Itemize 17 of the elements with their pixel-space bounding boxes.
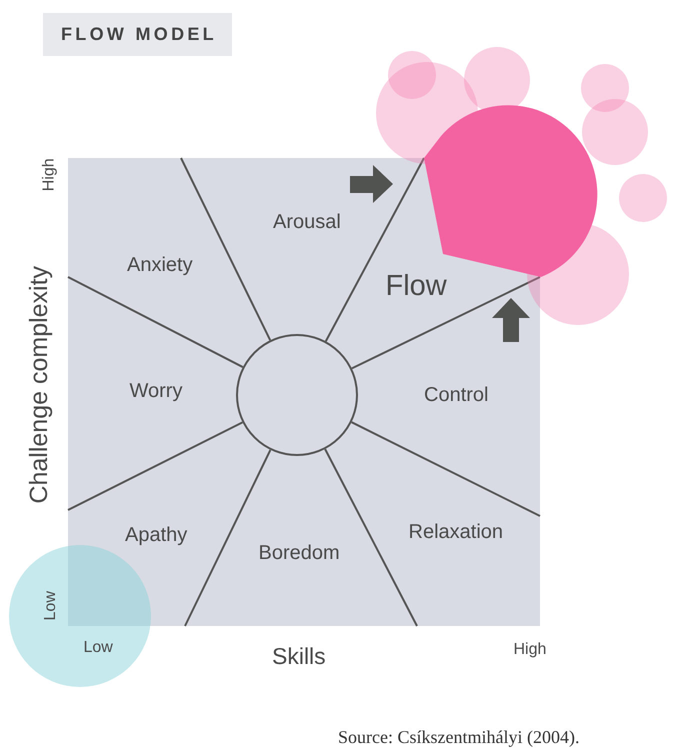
quadrant-panel [68, 158, 540, 626]
axis-tick-label: High [514, 641, 546, 659]
sector-label: Apathy [125, 524, 188, 546]
sector-label: Anxiety [127, 254, 193, 276]
axis-tick-label: Low [41, 591, 59, 620]
sector-label: Control [424, 384, 488, 406]
sector-label: Flow [386, 271, 447, 303]
sector-label: Boredom [258, 542, 340, 564]
sector-label: Relaxation [408, 521, 504, 543]
source-caption: Source: Csíkszentmihályi (2004). [338, 727, 580, 749]
sector-label: Arousal [273, 211, 341, 233]
axis-tick-label: Low [84, 639, 113, 657]
sector-label: Worry [130, 380, 182, 402]
axis-title: Skills [272, 644, 326, 669]
title-banner: FLOW MODEL [43, 13, 232, 56]
axis-tick-label: High [40, 158, 58, 192]
axis-title: Challenge complexity [26, 266, 54, 504]
